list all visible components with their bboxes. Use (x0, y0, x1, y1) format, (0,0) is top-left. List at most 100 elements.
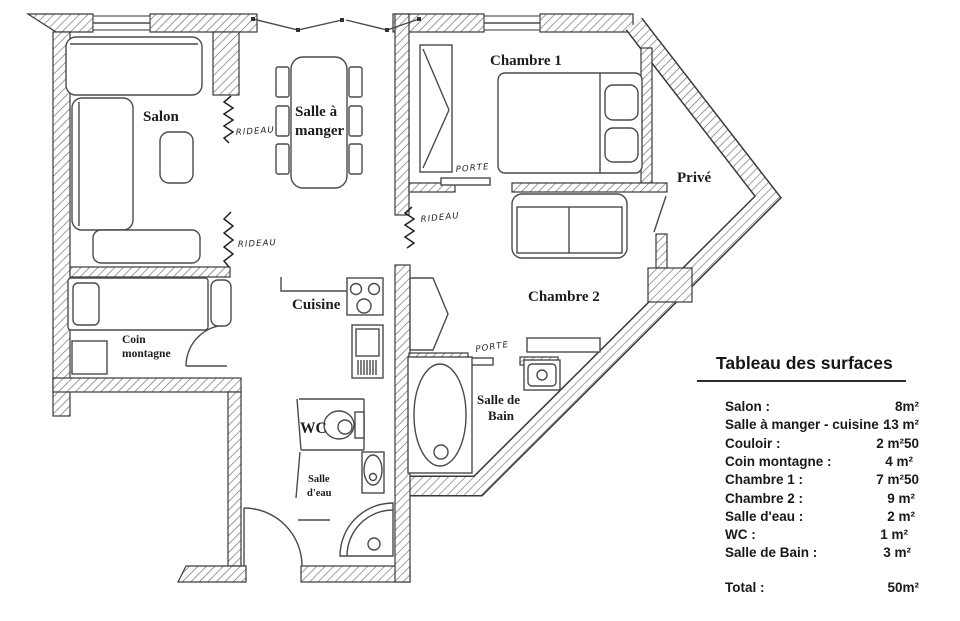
wall-right-diagonal (402, 18, 780, 495)
room-label-prive: Privé (677, 170, 711, 186)
annotation-rideau: RIDEAU (236, 125, 276, 138)
wall-top-left-chamfer (25, 13, 94, 33)
openings (92, 15, 541, 32)
wall-coin-montagne-bottom (52, 377, 242, 393)
walls (25, 13, 782, 583)
salon-window (92, 15, 151, 31)
chambre1-door-leaf (440, 177, 491, 186)
coin-montagne-door (185, 324, 228, 367)
room-label-salon: Salon (143, 109, 180, 125)
bathtub (407, 356, 473, 474)
table-row-value: 2 m² (887, 509, 915, 524)
dining-chair (348, 143, 363, 175)
prive-door-leaf (653, 195, 667, 233)
curtains (222, 95, 416, 268)
room-label-salle-a-manger-2: manger (295, 123, 344, 139)
entry-door (243, 507, 303, 567)
curtain-zigzag-salon-bottom (222, 211, 235, 268)
table-row-value: 4 m² (885, 454, 913, 469)
surface-table: Tableau des surfaces Salon : 8m² Salle à… (697, 353, 920, 595)
table-row-value: 3 m² (883, 545, 911, 560)
bathroom-sink-small (361, 451, 385, 494)
wall-top-seg3 (539, 13, 634, 33)
room-label-salle-eau-2: d'eau (307, 488, 332, 499)
curtain-zigzag-salon-top (222, 95, 235, 144)
table-row-value: 9 m² (887, 491, 915, 506)
stove-burner (356, 298, 372, 314)
wall-bottom-left (177, 565, 247, 583)
water-heater (409, 277, 449, 351)
surface-table-title: Tableau des surfaces (716, 353, 893, 373)
stove-burner (367, 282, 381, 296)
wall-prive-door-stub (655, 233, 668, 269)
chambre2-shelf (526, 337, 601, 353)
kitchen-sink (355, 328, 380, 357)
table-total-value: 50m² (887, 580, 919, 595)
wall-top-seg1 (149, 13, 258, 33)
wall-chambre1-bottom-right (511, 182, 668, 193)
room-label-cuisine: Cuisine (292, 297, 341, 313)
wall-chambre1-bottom-left (408, 182, 456, 193)
table-row-label: Salle d'eau : (725, 509, 803, 524)
chambre1-pillow (604, 127, 639, 163)
table-row-label: WC : (725, 527, 756, 542)
chambre1-pillow (604, 84, 639, 121)
annotation-rideau: RIDEAU (238, 238, 277, 250)
sofa-top (65, 36, 203, 96)
wall-salle-a-manger-right (394, 13, 410, 216)
wall-left (52, 31, 71, 417)
coffee-table (159, 131, 194, 184)
annotation-porte: PORTE (475, 340, 510, 355)
annotation-rideau: RIDEAU (420, 211, 460, 225)
room-label-wc: WC (300, 420, 327, 437)
chambre1-furniture (419, 44, 643, 174)
counter-edge (280, 277, 347, 292)
dining-chair (348, 66, 363, 98)
table-row-label: Chambre 1 : (725, 472, 803, 487)
table-row-label: Couloir : (725, 436, 781, 451)
toilet (323, 410, 365, 440)
sofa-left (71, 97, 134, 231)
shower (339, 502, 394, 557)
curtain-zigzag-couloir (403, 206, 416, 249)
folding-door (251, 17, 421, 32)
salle-de-bain-fixtures (407, 356, 561, 474)
salon-bench (92, 229, 201, 264)
table-row-value: 8m² (895, 399, 920, 414)
coin-stool (71, 340, 108, 375)
chambre2-furniture (511, 193, 628, 353)
room-label-chambre2: Chambre 2 (528, 289, 600, 305)
table-row-value: 13 m² (884, 417, 920, 432)
wall-bottom-right (300, 565, 411, 583)
room-labels: Salon Salle à manger Chambre 1 Chambre 2… (122, 53, 711, 499)
stove-burner (349, 282, 363, 296)
annotation-porte: PORTE (455, 162, 490, 175)
table-row-label: Salle à manger - cuisine : (725, 417, 887, 432)
cuisine-fixtures (280, 277, 449, 379)
room-label-salle-eau-1: Salle (308, 474, 330, 485)
table-row-label: Salle de Bain : (725, 545, 817, 560)
table-row-label: Coin montagne : (725, 454, 832, 469)
wall-couloir-left (227, 391, 242, 567)
coin-footboard (210, 279, 232, 327)
salon-furniture (65, 36, 203, 264)
chambre1-window (483, 15, 541, 31)
room-label-salle-bain-1: Salle de (477, 392, 520, 407)
washbasin (523, 359, 561, 391)
room-label-chambre1: Chambre 1 (490, 53, 562, 69)
coin-bed (67, 277, 209, 331)
dining-furniture (275, 56, 363, 189)
wall-prive-corner-block (647, 267, 693, 303)
chambre1-closet (419, 44, 453, 173)
table-row-label: Salon : (725, 399, 770, 414)
room-label-coin-montagne-2: montagne (122, 348, 171, 360)
coin-montagne-furniture (67, 277, 232, 375)
stove (346, 277, 384, 316)
table-row-label: Chambre 2 : (725, 491, 803, 506)
dining-chair (275, 143, 290, 175)
wc-salle-eau (295, 398, 394, 557)
dining-chair (275, 66, 290, 98)
table-row-value: 7 m²50 (876, 472, 919, 487)
